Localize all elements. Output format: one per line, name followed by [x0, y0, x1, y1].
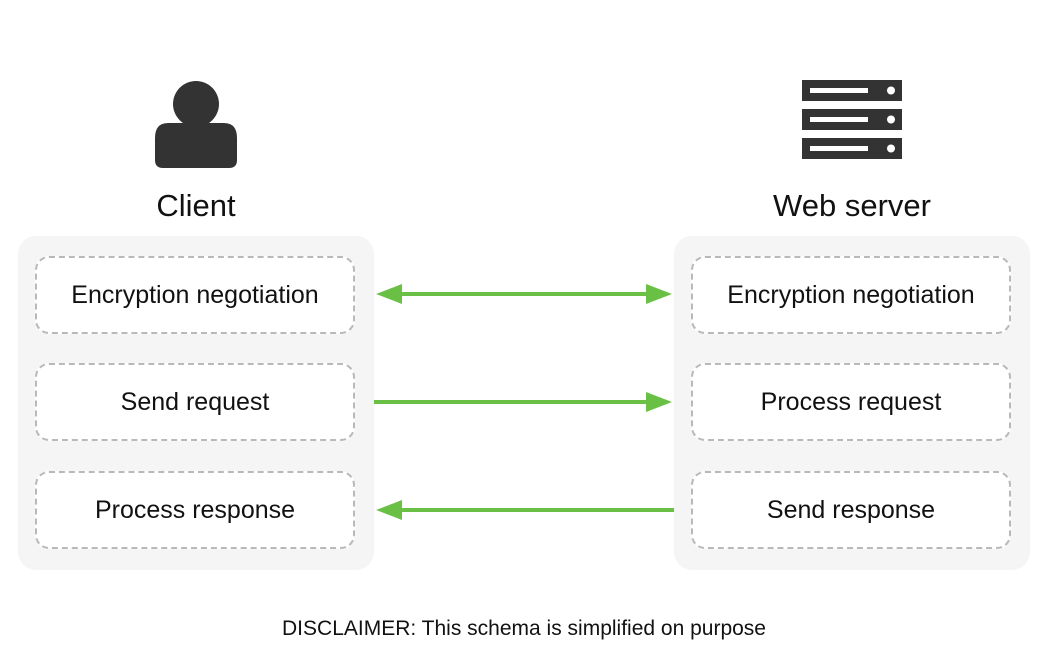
- client-step-encryption-negotiation: Encryption negotiation: [35, 256, 355, 334]
- client-step-send-request: Send request: [35, 363, 355, 441]
- server-step-process-request: Process request: [691, 363, 1011, 441]
- server-step-encryption-negotiation: Encryption negotiation: [691, 256, 1011, 334]
- client-step-process-response: Process response: [35, 471, 355, 549]
- client-label: Client: [156, 188, 236, 223]
- server-icon: [802, 80, 902, 159]
- server-label: Web server: [773, 188, 931, 223]
- client-panel: Encryption negotiation Send request Proc…: [18, 236, 374, 570]
- arrow-encryption-negotiation: [376, 284, 672, 304]
- server-step-send-response: Send response: [691, 471, 1011, 549]
- arrow-request: [374, 392, 672, 412]
- user-icon: [155, 81, 237, 168]
- disclaimer-text: DISCLAIMER: This schema is simplified on…: [282, 617, 766, 640]
- arrow-response: [376, 500, 674, 520]
- server-panel: Encryption negotiation Process request S…: [674, 236, 1030, 570]
